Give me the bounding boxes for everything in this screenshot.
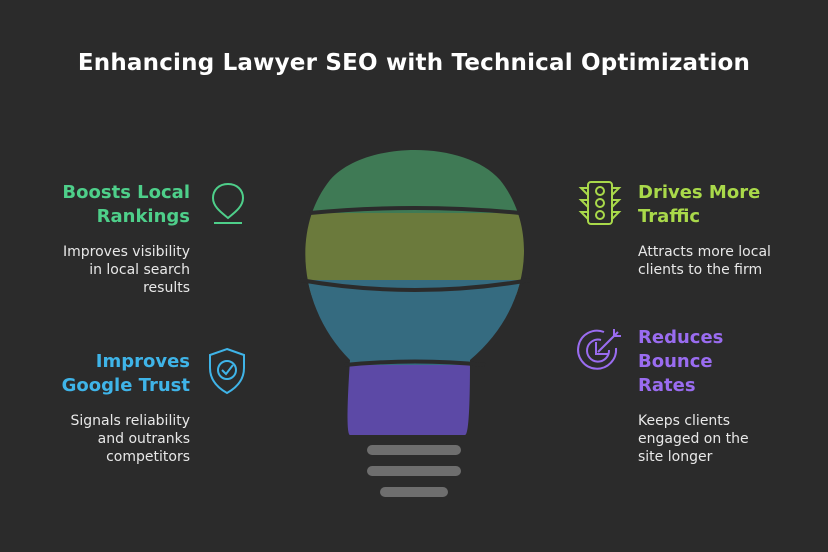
item-heading: Drives More Traffic (638, 182, 761, 227)
item-reduces-bounce-rates: Reduces Bounce Rates Keeps clients engag… (638, 326, 808, 466)
item-drives-more-traffic: Drives More Traffic Attracts more local … (638, 181, 808, 279)
item-description: Attracts more local clients to the firm (638, 244, 771, 278)
bulb-base-line-3 (380, 487, 448, 497)
item-heading: Improves Google Trust (61, 351, 190, 396)
item-description: Signals reliability and outranks competi… (70, 413, 191, 465)
traffic-light-icon (578, 181, 622, 225)
bulb-segment-4 (305, 365, 524, 435)
bulb-base-line-2 (367, 466, 461, 476)
target-arrow-icon (577, 329, 621, 370)
shield-check-icon (209, 347, 245, 395)
bulb-base-line-1 (367, 445, 461, 455)
item-heading: Reduces Bounce Rates (638, 327, 724, 396)
item-boosts-local-rankings: Boosts Local Rankings Improves visibilit… (40, 181, 190, 297)
bulb-segment-3 (305, 280, 524, 365)
item-heading: Boosts Local Rankings (62, 182, 190, 227)
page-title: Enhancing Lawyer SEO with Technical Opti… (77, 50, 751, 76)
item-improves-google-trust: Improves Google Trust Signals reliabilit… (30, 350, 190, 466)
bulb-segment-1 (305, 150, 524, 213)
item-description: Keeps clients engaged on the site longer (638, 413, 749, 465)
item-description: Improves visibility in local search resu… (63, 244, 190, 296)
location-pin-icon (211, 182, 245, 224)
